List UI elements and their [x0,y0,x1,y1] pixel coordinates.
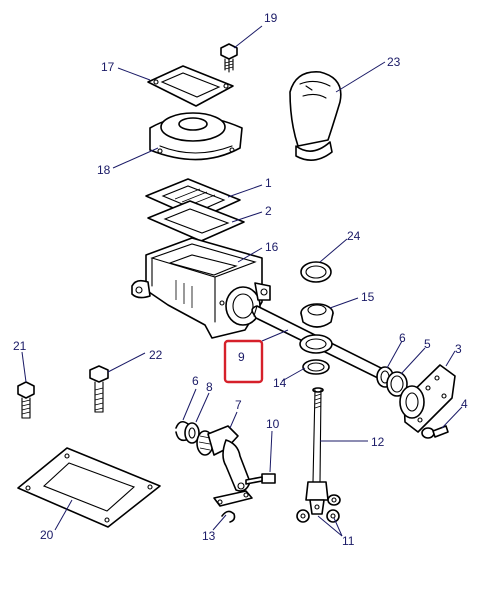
callout-5: 5 [424,337,431,351]
part-5-o-ring[interactable] [386,371,408,397]
part-15-seal[interactable] [300,303,334,328]
callout-9: 9 [238,350,245,364]
callout-19: 19 [264,11,278,25]
callout-6-left: 6 [192,374,199,388]
callout-10: 10 [266,417,280,431]
leader-lines [21,25,463,537]
callout-14: 14 [273,376,287,390]
callout-15: 15 [361,290,375,304]
part-11-pin[interactable] [296,494,341,523]
callout-1: 1 [265,176,272,190]
callout-6-right: 6 [399,331,406,345]
callout-20: 20 [40,528,54,542]
highlight-box-part-9 [223,339,264,384]
callout-7: 7 [235,398,242,412]
callout-18: 18 [97,163,111,177]
callout-4: 4 [461,397,468,411]
part-19-bolt[interactable] [220,43,238,73]
callout-2: 2 [265,204,272,218]
part-13-link[interactable] [213,490,253,523]
callout-labels: 19 17 18 23 1 2 16 24 15 9 14 6 5 3 4 12… [13,11,468,548]
callout-11: 11 [342,534,355,548]
callout-3: 3 [455,342,462,356]
part-14-ring[interactable] [299,334,333,375]
callout-24: 24 [347,229,361,243]
callout-16: 16 [265,240,279,254]
part-10-pin[interactable] [245,473,276,485]
part-20-gasket[interactable] [17,447,161,528]
part-4-screw[interactable] [421,425,449,439]
callout-13: 13 [202,529,216,543]
part-17-gasket[interactable] [147,65,234,107]
part-3-flange[interactable] [399,364,456,433]
part-18-cover[interactable] [149,112,243,161]
callout-17: 17 [101,60,115,74]
callout-23: 23 [387,55,401,69]
part-24-o-ring[interactable] [300,261,332,283]
part-22-bolt[interactable] [89,365,109,413]
callout-12: 12 [371,435,385,449]
callout-21: 21 [13,339,27,353]
part-21-bolt[interactable] [17,381,35,419]
part-16-housing[interactable] [131,237,271,339]
part-23-knob[interactable] [289,71,342,161]
callout-8: 8 [206,380,213,394]
part-12-rod[interactable] [305,387,329,515]
part-7-lever[interactable] [196,425,251,492]
part-8-washer[interactable] [184,422,200,444]
callout-22: 22 [149,348,163,362]
part-2-plate[interactable] [147,200,245,242]
